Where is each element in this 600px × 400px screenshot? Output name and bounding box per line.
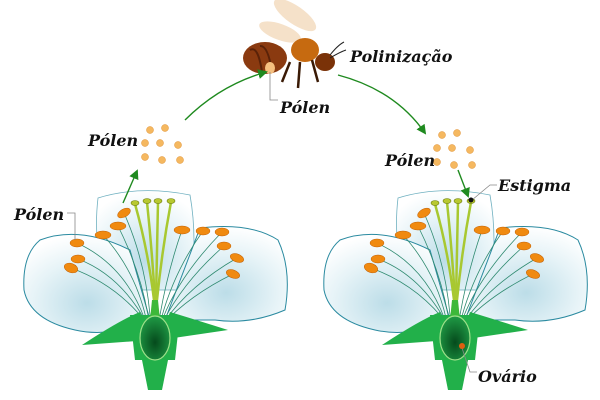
flower-right	[322, 189, 589, 392]
label-pollen-left-anther: Pólen	[13, 205, 64, 224]
label-pollen-left-cloud: Pólen	[87, 131, 138, 150]
label-pollination: Polinização	[349, 47, 453, 66]
arrow-from-bee	[337, 74, 427, 135]
label-stigma: Estigma	[497, 176, 571, 195]
pollen-cloud-right	[433, 129, 476, 169]
bee-illustration	[243, 0, 347, 89]
label-pollen-bee: Pólen	[279, 98, 330, 117]
label-pollen-right-cloud: Pólen	[384, 151, 435, 170]
arrow-anther-to-air	[122, 169, 139, 204]
pollen-cloud-left	[141, 124, 184, 164]
arrow-to-stigma	[457, 169, 470, 198]
label-ovary: Ovário	[478, 367, 537, 386]
arrow-to-bee	[184, 69, 268, 121]
arrows	[122, 69, 470, 204]
